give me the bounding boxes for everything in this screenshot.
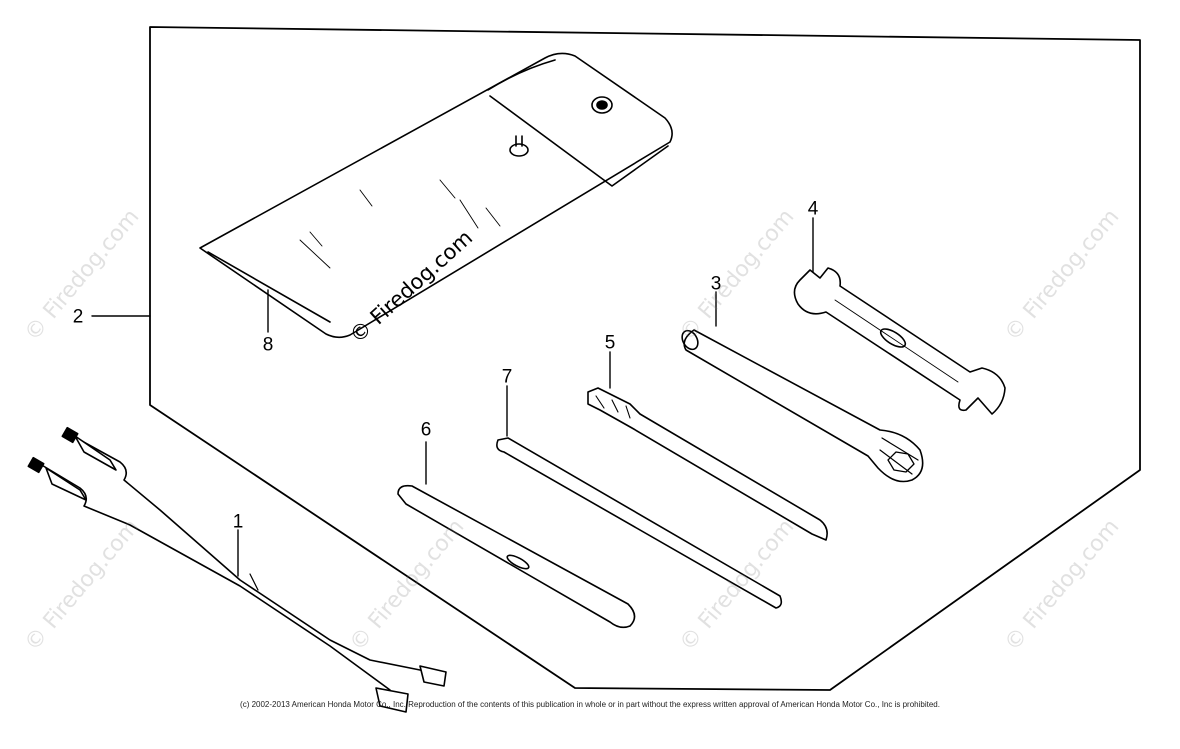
callout-3: 3 [710, 273, 722, 295]
screwdriver [587, 351, 828, 541]
socket-wrench [681, 291, 924, 483]
battery-cable [27, 426, 447, 713]
callout-7: 7 [501, 366, 513, 388]
callout-5: 5 [604, 332, 616, 354]
callout-6: 6 [420, 419, 432, 441]
copyright-notice: (c) 2002-2013 American Honda Motor Co., … [240, 700, 940, 709]
flat-screwdriver-blade [397, 441, 636, 629]
callout-4: 4 [807, 198, 819, 220]
callout-1: 1 [232, 511, 244, 533]
open-end-wrench [793, 217, 1006, 415]
tool-kit-outline [149, 26, 1141, 691]
callout-2: 2 [72, 306, 84, 328]
callout-8: 8 [262, 334, 274, 356]
extension-bar [496, 385, 783, 609]
tool-bag [199, 52, 673, 339]
